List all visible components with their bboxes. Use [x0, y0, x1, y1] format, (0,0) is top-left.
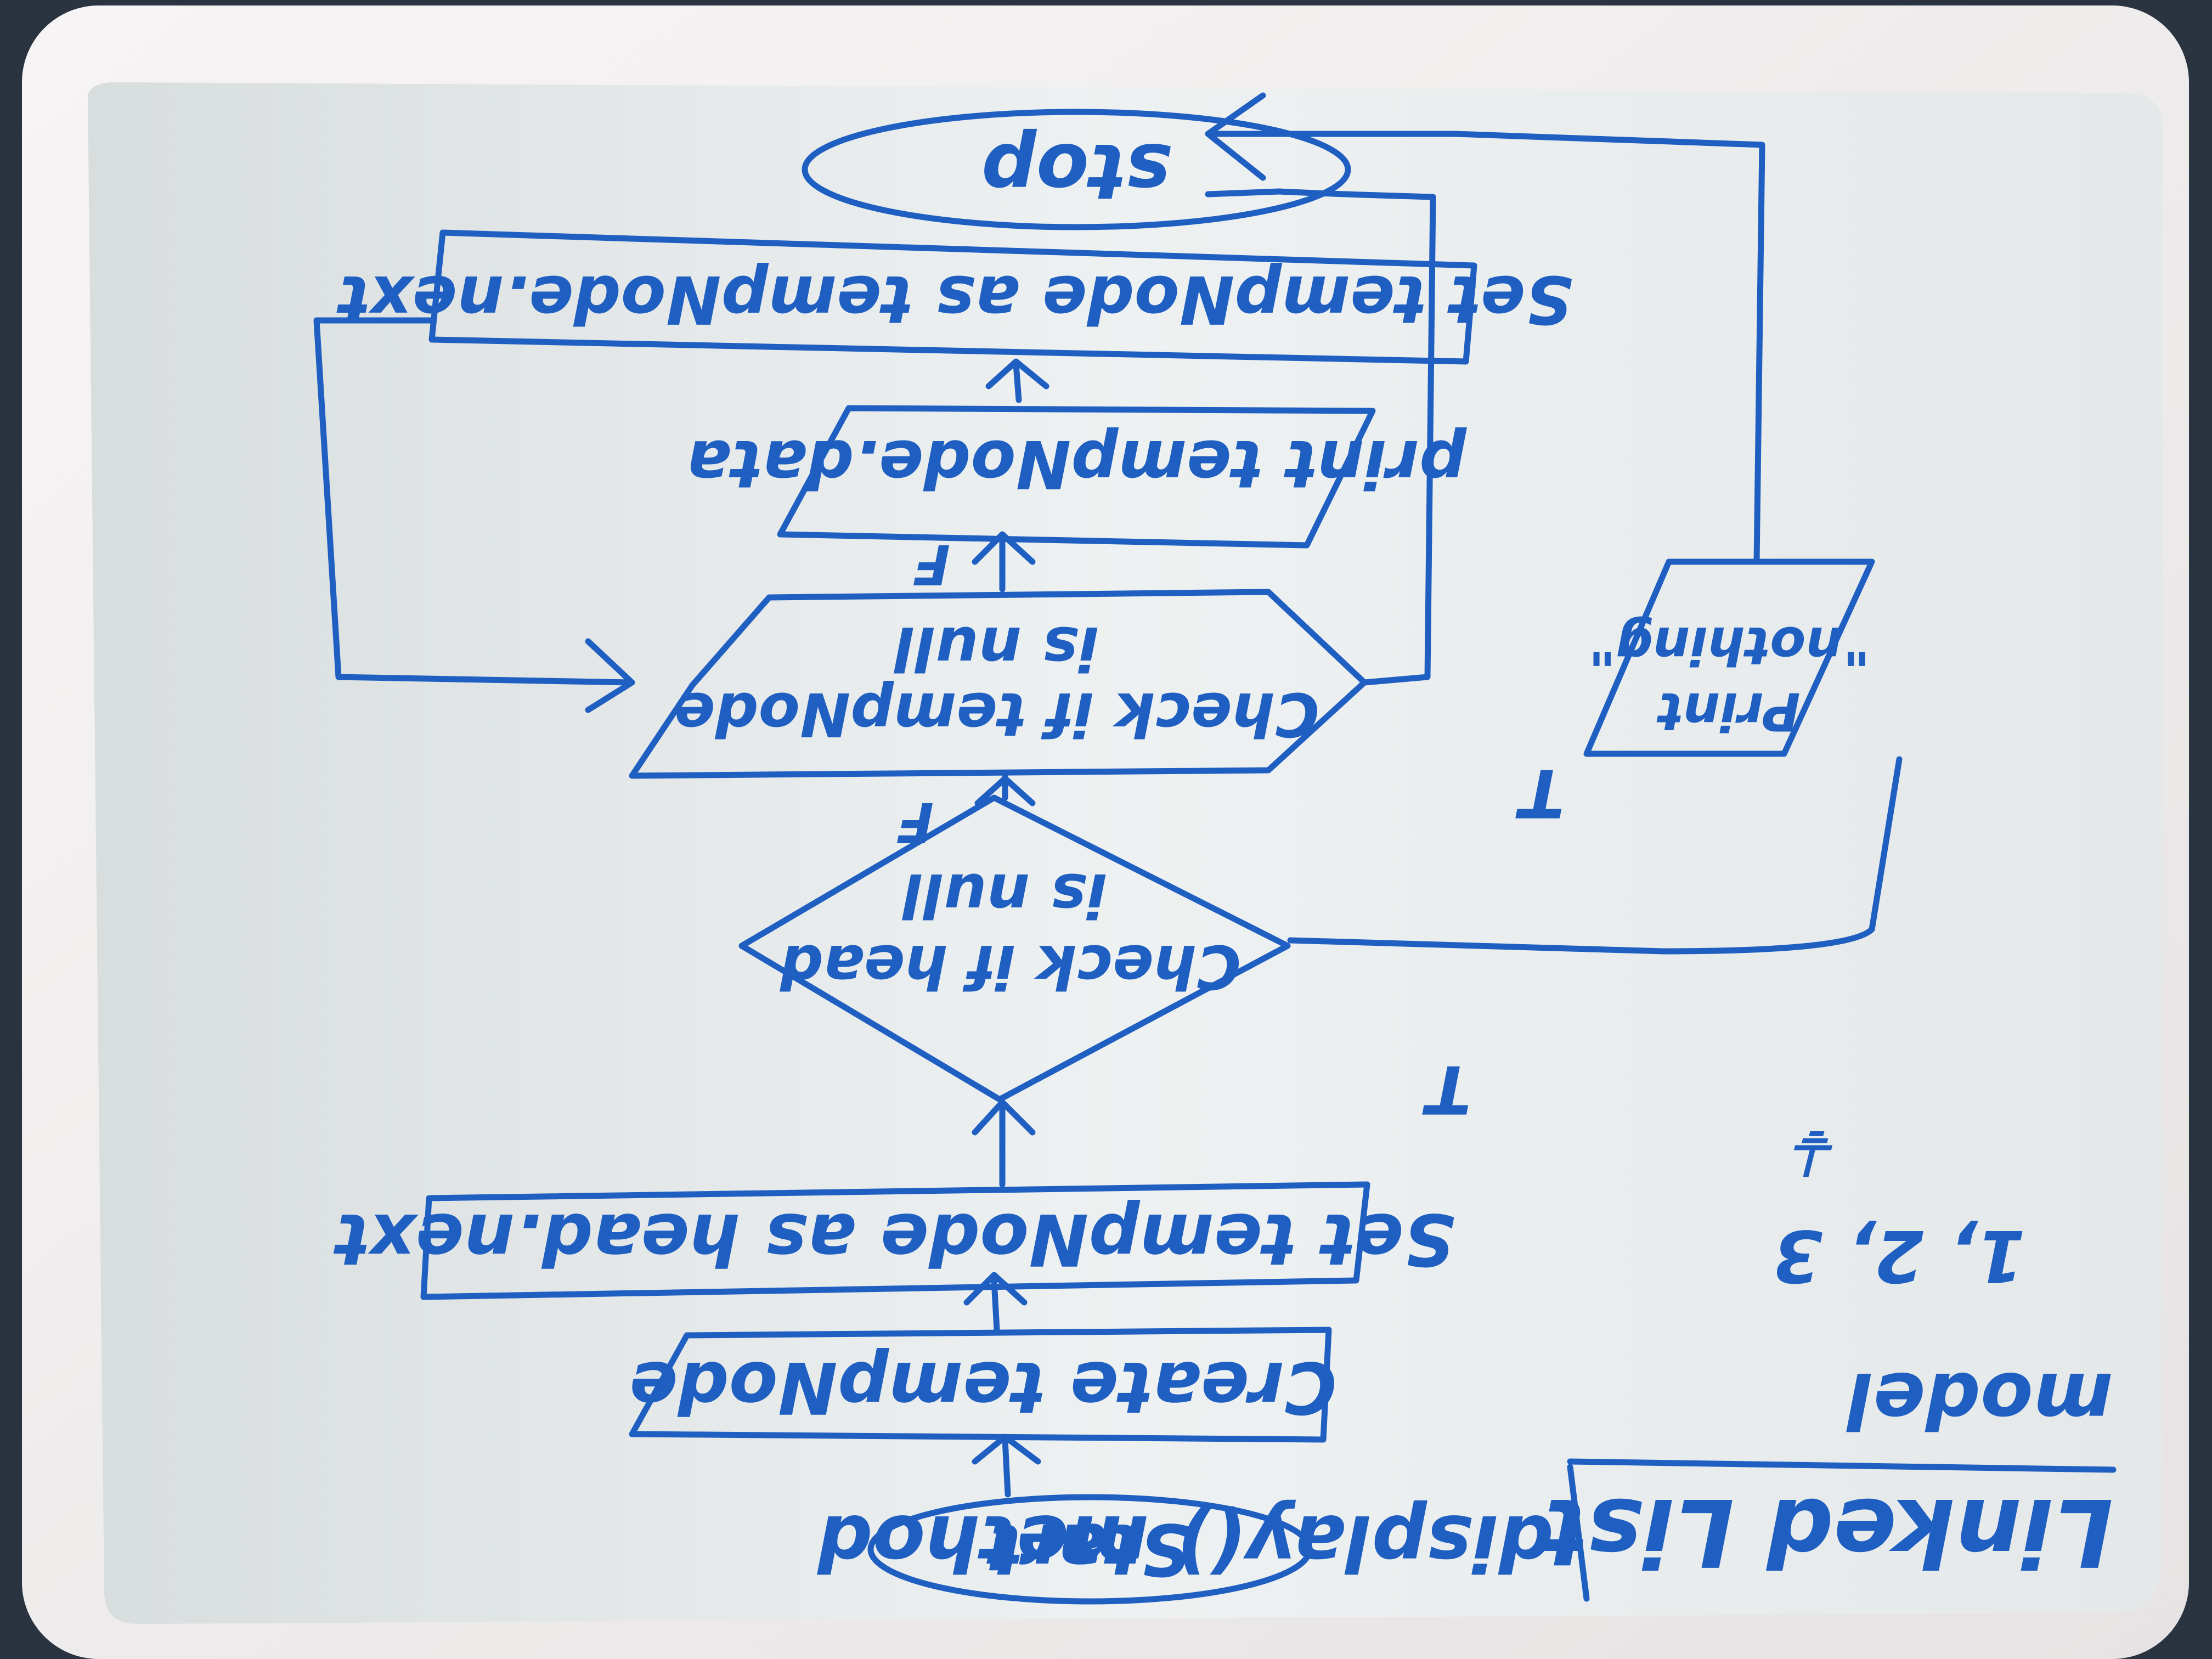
node-stop-label: stop — [981, 126, 1172, 216]
node-set-temp-next — [428, 229, 1477, 365]
node-print-nothing-line1: Print — [1656, 681, 1801, 741]
node-print-nothing-line2: "nothing" — [1588, 615, 1870, 675]
node-start — [867, 1494, 1313, 1605]
node-print-nothing — [1583, 558, 1875, 757]
header-title: Linked List — [1539, 1477, 2113, 1586]
edge-head-true — [1287, 756, 1903, 955]
edge-nothing-to-stop — [1205, 92, 1765, 565]
node-create-temp — [629, 1327, 1332, 1443]
edge-temp-true — [1205, 188, 1436, 686]
node-print-data-label: print tempNode.data — [686, 425, 1467, 501]
node-check-head-null-line1: Check if head — [780, 932, 1241, 1002]
edge-head-false-label: F — [896, 790, 934, 854]
side-note-label: model — [1846, 1355, 2113, 1444]
node-check-temp-null — [629, 589, 1368, 779]
edge-temp-true-label: T — [1515, 754, 1565, 831]
arrow-printdata-to-setnext — [985, 358, 1049, 403]
edge-temp-false — [972, 531, 1036, 592]
side-note-null-marker: ⏚ — [1790, 1119, 1844, 1183]
header-underline — [1567, 1458, 2117, 1473]
node-check-head-null — [738, 794, 1291, 1103]
node-set-temp-next-label: Set tempNode as tempNode.next — [336, 261, 1572, 337]
edge-head-true-label: T — [1422, 1051, 1471, 1127]
node-set-temp-head — [420, 1181, 1370, 1300]
node-stop — [802, 109, 1351, 230]
arrow-sethead-to-checkhead — [972, 1099, 1036, 1188]
flowchart-rotated: Linked List display() method model 1, 2,… — [313, 92, 2117, 1605]
header-divider — [1567, 1464, 1590, 1602]
node-print-data — [777, 405, 1376, 549]
edge-head-false — [974, 772, 1036, 806]
node-check-temp-null-line1: Check if tempNode — [674, 679, 1319, 749]
edge-temp-false-label: F — [913, 532, 950, 596]
board-surface — [88, 82, 2163, 1624]
node-create-temp-label: Create tempNode — [629, 1346, 1336, 1429]
node-start-label: Start — [986, 1508, 1192, 1591]
node-check-temp-null-line2: is null — [894, 613, 1099, 684]
edge-loop-back — [313, 317, 635, 713]
side-note-values: 1, 2, 3 — [1773, 1214, 2025, 1297]
node-check-head-null-line2: is null — [902, 860, 1108, 930]
node-set-temp-head-label: Set tempNode as head.next — [333, 1198, 1455, 1281]
